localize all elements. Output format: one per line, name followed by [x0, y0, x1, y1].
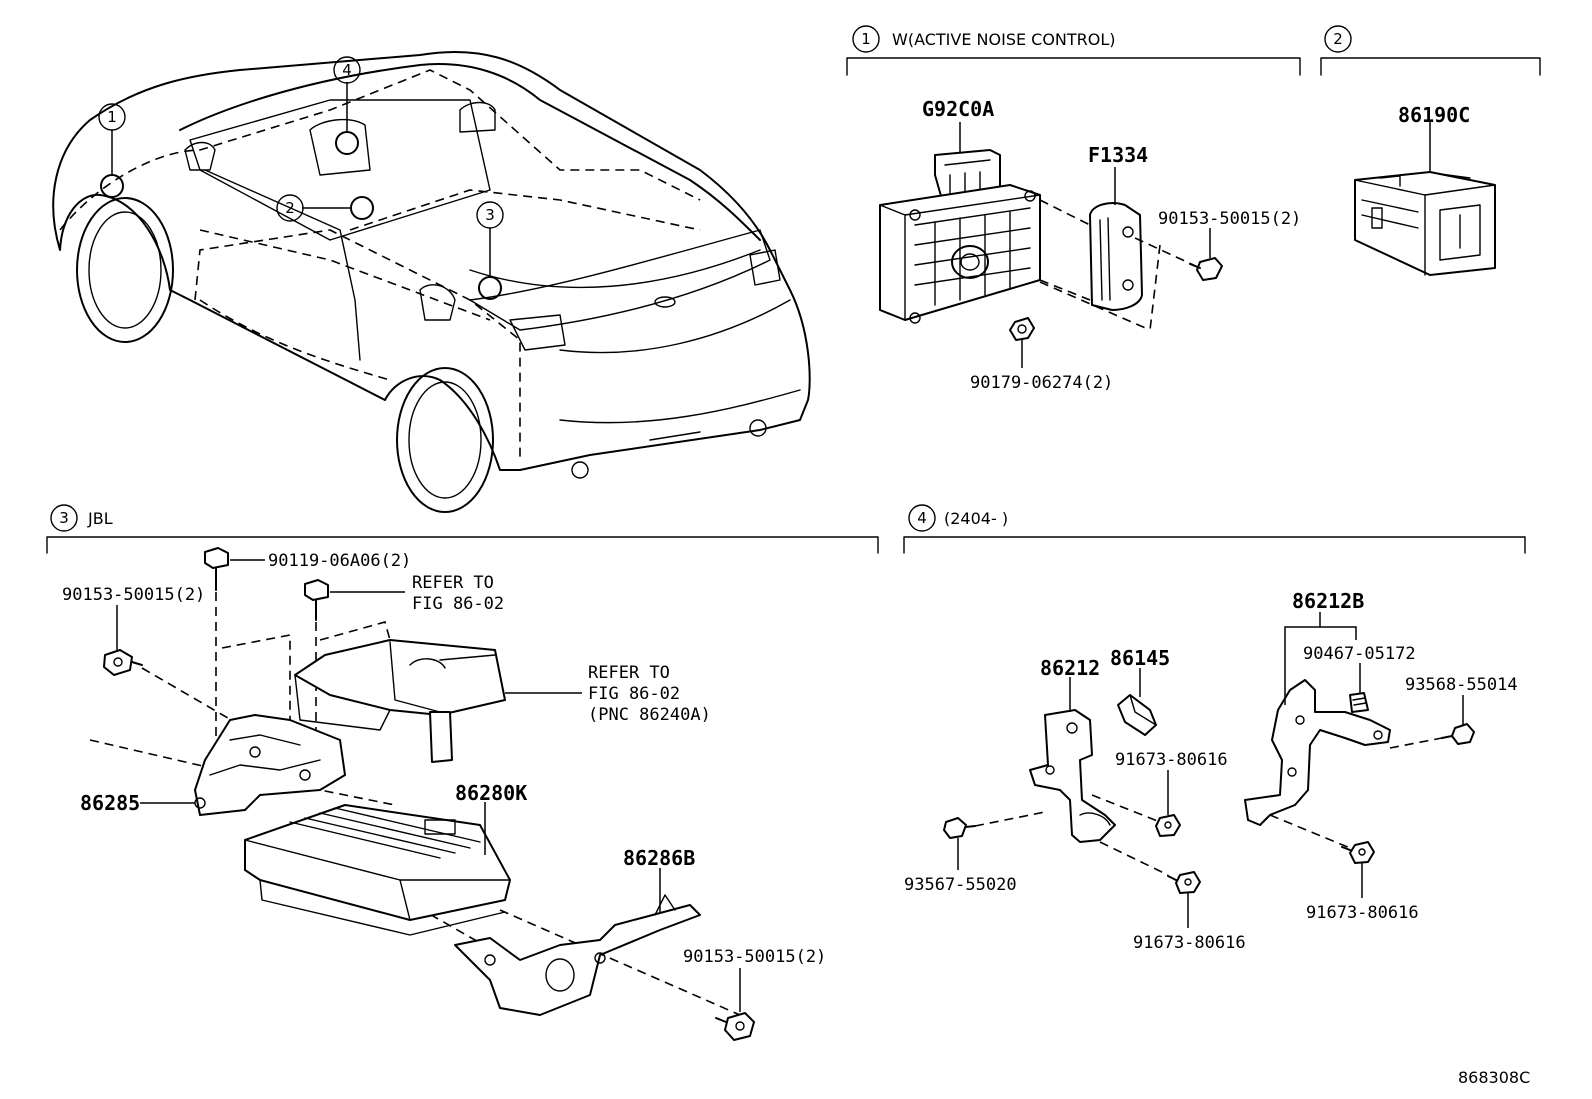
svg-text:2: 2: [1333, 30, 1343, 48]
label-86212: 86212: [1040, 656, 1100, 680]
section-2-header: 2: [1320, 25, 1541, 76]
clip-91673-a: [1155, 814, 1181, 837]
label-86285: 86285: [80, 791, 140, 815]
label-93567-55020: 93567-55020: [904, 875, 1017, 895]
bolt-refer-a: [304, 579, 329, 621]
svg-text:4: 4: [917, 509, 927, 527]
nut-90179: [1009, 317, 1035, 341]
label-86190c: 86190C: [1398, 103, 1470, 127]
label-86145: 86145: [1110, 646, 1170, 670]
figure-id: 868308C: [1458, 1068, 1530, 1087]
bolt-93568: [1441, 723, 1475, 745]
label-93568-55014: 93568-55014: [1405, 675, 1518, 695]
amplifier-86280k: [244, 804, 511, 936]
refer-b-line3: (PNC 86240A): [588, 705, 711, 725]
refer-b-line2: FIG 86-02: [588, 684, 680, 704]
svg-text:4: 4: [342, 61, 352, 79]
label-90179-06274: 90179-06274(2): [970, 373, 1113, 393]
callout-3: 3: [476, 201, 504, 229]
label-91673-80616-a: 91673-80616: [1115, 750, 1228, 770]
svg-text:3: 3: [485, 206, 495, 224]
bracket-86212b: [1244, 679, 1391, 826]
refer-a-line1: REFER TO: [412, 573, 494, 593]
bolt-90153-b: [103, 649, 143, 676]
clip-91673-b: [1167, 871, 1201, 894]
label-90153-50015-c: 90153-50015(2): [683, 947, 826, 967]
bolt-93567: [943, 817, 976, 839]
bracket-86285: [194, 714, 346, 816]
refer-b-line1: REFER TO: [588, 663, 670, 683]
section-4-header: 4 (2404- ): [903, 504, 1526, 554]
label-91673-80616-b: 91673-80616: [1133, 933, 1246, 953]
label-90119-06a06: 90119-06A06(2): [268, 551, 411, 571]
callout-1: 1: [98, 103, 126, 131]
switch-86190c: [1354, 171, 1496, 276]
bracket-86286b: [454, 894, 701, 1016]
bolt-90119: [204, 547, 229, 591]
label-f1334: F1334: [1088, 143, 1148, 167]
callout-2: 2: [276, 194, 304, 222]
label-g92c0a: G92C0A: [922, 97, 994, 121]
clip-91673-c: [1341, 841, 1375, 864]
svg-text:1: 1: [107, 108, 117, 126]
svg-text:1: 1: [861, 30, 871, 48]
label-91673-80616-c: 91673-80616: [1306, 903, 1419, 923]
bolt-90153-c: [715, 1012, 755, 1041]
label-90153-50015-a: 90153-50015(2): [1158, 209, 1301, 229]
refer-module: [294, 639, 506, 763]
refer-a-line2: FIG 86-02: [412, 594, 504, 614]
label-86212b: 86212B: [1292, 589, 1364, 613]
label-90467-05172: 90467-05172: [1303, 644, 1416, 664]
anc-module: [879, 149, 1041, 324]
vehicle-overview: [52, 50, 811, 513]
svg-text:2: 2: [285, 199, 295, 217]
section-1-header: 1 W(ACTIVE NOISE CONTROL): [846, 25, 1301, 76]
label-86280k: 86280K: [455, 781, 527, 805]
label-86286b: 86286B: [623, 846, 695, 870]
bolt-90153-a: [1189, 257, 1223, 281]
svg-text:3: 3: [59, 509, 69, 527]
anc-bracket: [1089, 202, 1143, 311]
callout-4: 4: [333, 56, 361, 84]
clip-90467: [1349, 692, 1369, 713]
svg-text:W(ACTIVE NOISE CONTROL): W(ACTIVE NOISE CONTROL): [892, 30, 1116, 49]
label-90153-50015-b: 90153-50015(2): [62, 585, 205, 605]
section-3-header: 3 JBL: [46, 504, 879, 554]
sensor-86145: [1117, 694, 1157, 736]
svg-text:(2404- ): (2404- ): [944, 509, 1008, 528]
bracket-86212: [1029, 709, 1116, 843]
svg-text:JBL: JBL: [87, 509, 113, 528]
